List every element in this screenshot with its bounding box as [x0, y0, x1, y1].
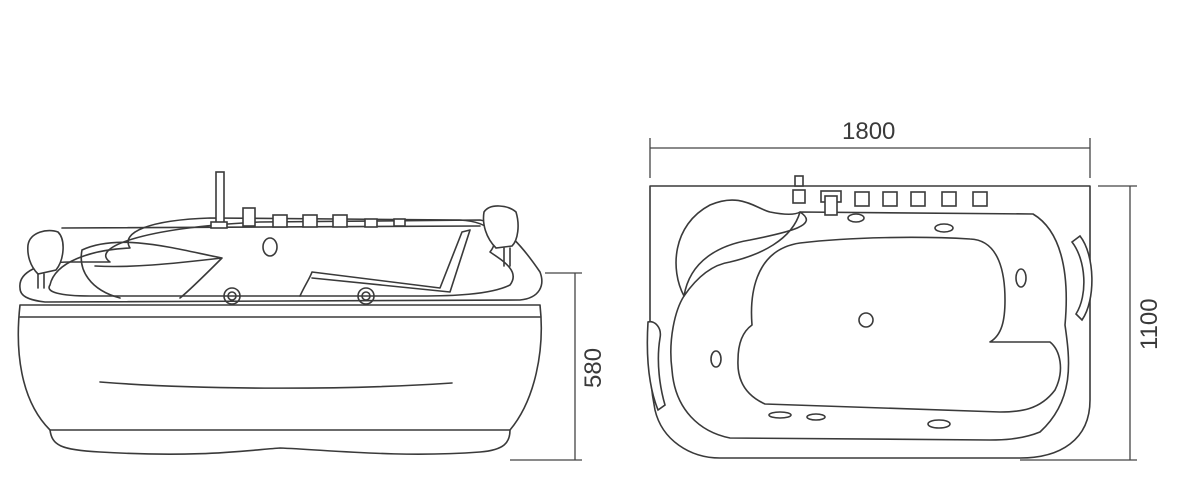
height-dimension-label: 580 [580, 348, 607, 388]
headrest-left-post [37, 273, 45, 289]
jet [847, 213, 865, 223]
jet-right [357, 287, 375, 305]
headrest-pad [675, 199, 801, 297]
faucet-base [792, 189, 806, 204]
height-dimension-line [510, 272, 582, 461]
diverter [242, 207, 256, 227]
jet [806, 413, 826, 421]
width-dimension-line [1020, 185, 1137, 461]
headrest-right-post [503, 247, 511, 267]
control-square-1 [854, 191, 870, 207]
headrest-left [27, 229, 64, 275]
jet-right-inner [361, 291, 371, 301]
drain [858, 312, 874, 328]
width-dimension-label: 1100 [1136, 298, 1163, 350]
overflow-drain [262, 237, 278, 257]
jet [927, 419, 951, 429]
body-side [17, 304, 543, 431]
jet [710, 350, 722, 368]
faucet-spout [215, 171, 225, 225]
control-square-2 [882, 191, 898, 207]
basin [737, 236, 1062, 413]
control-knob-5 [393, 218, 406, 227]
control-knob-2 [302, 214, 318, 228]
faucet [794, 175, 804, 187]
control-knob-3 [332, 214, 348, 228]
headrest-right [482, 205, 519, 249]
control-knob-1 [272, 214, 288, 228]
armrest-right [1070, 234, 1093, 322]
armrest-left [646, 320, 666, 412]
length-dimension-label: 1800 [842, 118, 895, 145]
base [49, 429, 511, 455]
control-square-5 [972, 191, 988, 207]
rim-inner [670, 211, 1070, 441]
jet [1015, 268, 1027, 288]
faucet-base [210, 221, 228, 229]
spout-mouth [824, 195, 838, 216]
backrest-left [80, 241, 223, 299]
control-square-4 [941, 191, 957, 207]
jet [934, 223, 954, 233]
control-knob-4 [364, 218, 378, 228]
top-view: 1800 1100 [646, 118, 1163, 461]
front-panel-curve [99, 381, 453, 389]
side-view: 580 [17, 171, 607, 461]
backrest-right [299, 229, 471, 297]
length-dimension-line [649, 138, 1091, 178]
outer-outline [649, 185, 1091, 459]
basin-inner [48, 217, 514, 297]
jet-left-inner [227, 291, 237, 301]
deck-top-line [61, 225, 481, 229]
control-square-3 [910, 191, 926, 207]
jet [768, 411, 792, 419]
jet-left [223, 287, 241, 305]
